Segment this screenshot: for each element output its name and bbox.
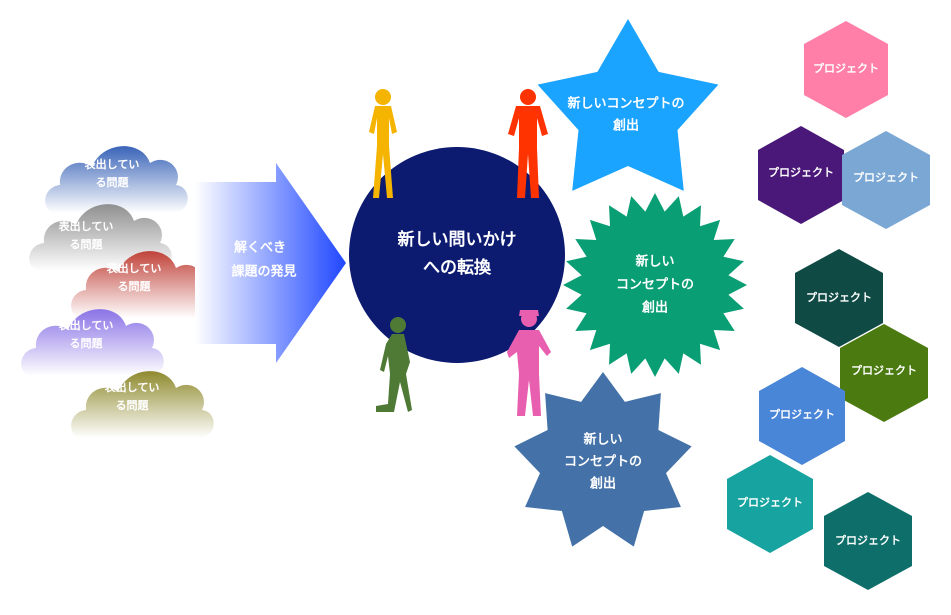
- project-label: プロジェクト: [853, 170, 919, 184]
- cloud-label-line1: 表出してい: [104, 380, 160, 394]
- hexagon-shape: [795, 249, 883, 347]
- project-label: プロジェクト: [769, 407, 835, 421]
- worker-icon: [507, 310, 551, 416]
- cloud-label-line2: る問題: [70, 337, 104, 350]
- project-hexagon-4: プロジェクト: [795, 249, 883, 347]
- center-label-line2: への転換: [423, 257, 492, 278]
- problem-cloud-4: 表出してい る問題: [21, 309, 164, 376]
- project-hexagon-6: プロジェクト: [759, 367, 845, 465]
- center-circle-shape: [349, 147, 565, 363]
- concept-label-line1: 新しい: [635, 254, 674, 270]
- arrow-shape: [195, 163, 346, 363]
- hexagon-shape: [842, 131, 930, 229]
- concept-label-line2: 創出: [612, 118, 639, 134]
- project-label: プロジェクト: [835, 533, 901, 547]
- burst-shape: [563, 193, 747, 377]
- project-hexagon-5: プロジェクト: [840, 324, 928, 422]
- hexagon-shape: [804, 21, 888, 118]
- project-label: プロジェクト: [851, 363, 917, 377]
- cloud-icon: [71, 371, 214, 438]
- cloud-icon: [45, 146, 188, 213]
- center-label-line1: 新しい問いかけ: [398, 229, 517, 250]
- star-shape: [537, 19, 719, 191]
- concept-label-line3: 創出: [641, 300, 668, 316]
- cloud-label-line2: る問題: [70, 238, 104, 251]
- project-label: プロジェクト: [768, 165, 834, 179]
- cloud-label-line1: 表出してい: [58, 219, 114, 233]
- cloud-label-line1: 表出してい: [106, 261, 162, 275]
- cloud-label-line2: る問題: [118, 280, 152, 293]
- discovery-arrow: 解くべき 課題の発見: [195, 163, 346, 363]
- standing-man-icon: [508, 89, 548, 198]
- center-circle: 新しい問いかけ への転換: [349, 147, 565, 363]
- problem-cloud-3: 表出してい る問題: [71, 251, 214, 318]
- hexagon-shape: [824, 492, 912, 590]
- project-hexagon-2: プロジェクト: [758, 126, 844, 224]
- hexagon-shape: [759, 367, 845, 465]
- cloud-label-line1: 表出してい: [84, 157, 140, 171]
- concept-star-3: 新しい コンセプトの 創出: [514, 372, 692, 547]
- concept-label-line1: 新しいコンセプトの: [567, 96, 684, 112]
- cloud-label-line1: 表出してい: [58, 318, 114, 332]
- project-hexagon-7: プロジェクト: [727, 455, 813, 553]
- project-hexagon-8: プロジェクト: [824, 492, 912, 590]
- concept-label-line2: コンセプトの: [564, 455, 642, 470]
- walking-woman-icon: [376, 317, 412, 412]
- problem-cloud-5: 表出してい る問題: [71, 371, 214, 438]
- concept-star-1: 新しいコンセプトの 創出: [537, 19, 719, 191]
- standing-woman-icon: [369, 89, 397, 198]
- project-label: プロジェクト: [806, 290, 872, 304]
- cloud-icon: [71, 251, 214, 318]
- arrow-label-line1: 解くべき: [233, 240, 286, 256]
- concept-label-line3: 創出: [589, 476, 616, 492]
- project-label: プロジェクト: [737, 495, 803, 509]
- concept-burst-2: 新しい コンセプトの 創出: [563, 193, 747, 377]
- arrow-label-line2: 課題の発見: [231, 264, 296, 280]
- project-hexagon-1: プロジェクト: [804, 21, 888, 118]
- cloud-label-line2: る問題: [96, 176, 130, 189]
- project-hexagon-3: プロジェクト: [842, 131, 930, 229]
- star-shape: [514, 372, 692, 547]
- hexagon-shape: [758, 126, 844, 224]
- problem-cloud-1: 表出してい る問題: [45, 146, 188, 213]
- hexagon-shape: [840, 324, 928, 422]
- hexagon-shape: [727, 455, 813, 553]
- cloud-label-line2: る問題: [116, 399, 150, 412]
- project-label: プロジェクト: [813, 61, 879, 75]
- cloud-icon: [21, 309, 164, 376]
- concept-label-line2: コンセプトの: [616, 278, 694, 293]
- concept-label-line1: 新しい: [583, 432, 622, 448]
